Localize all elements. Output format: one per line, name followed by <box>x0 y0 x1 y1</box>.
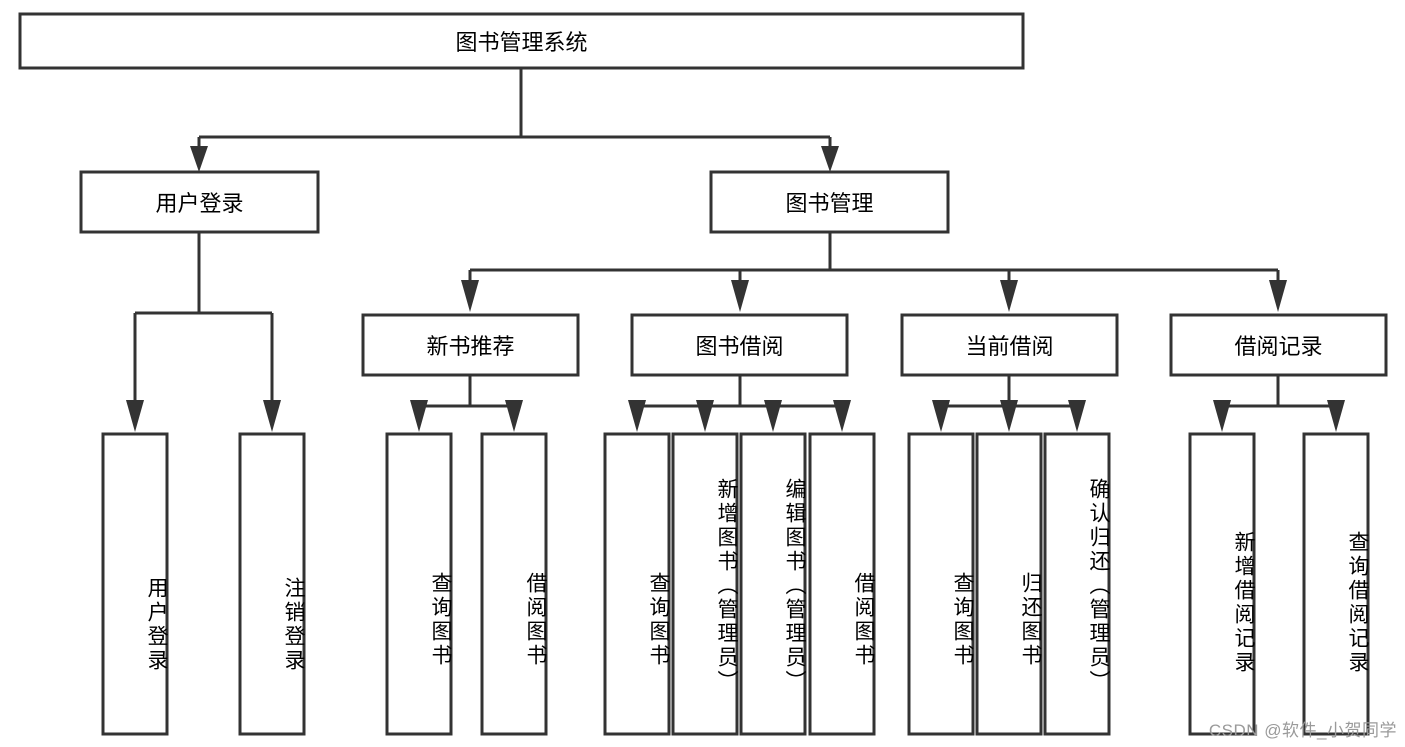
node-root[interactable] <box>18 12 1025 70</box>
node-leaf-logout[interactable] <box>238 432 306 736</box>
node-leaf-borrow-book-2[interactable] <box>808 432 876 736</box>
node-leaf-user-login[interactable] <box>101 432 169 736</box>
arrowheads-level3 <box>461 280 1287 312</box>
connector-user-login-to-leaves <box>126 232 281 432</box>
node-leaf-confirm-return[interactable] <box>1043 432 1111 736</box>
node-borrow-record[interactable] <box>1169 313 1388 377</box>
node-leaf-add-book[interactable] <box>671 432 739 736</box>
node-leaf-query-book-2[interactable] <box>603 432 671 736</box>
node-leaf-borrow-book-1[interactable] <box>480 432 548 736</box>
connector-current-to-leaves <box>932 375 1086 432</box>
connector-root-to-level2 <box>197 68 832 152</box>
connector-recommend-to-leaves <box>410 375 523 432</box>
node-leaf-return-book[interactable] <box>975 432 1043 736</box>
node-current-borrow[interactable] <box>900 313 1119 377</box>
node-new-book-recommend[interactable] <box>361 313 580 377</box>
node-book-manage[interactable] <box>709 170 950 234</box>
node-leaf-query-record[interactable] <box>1302 432 1370 736</box>
node-book-borrow[interactable] <box>630 313 849 377</box>
node-leaf-edit-book[interactable] <box>739 432 807 736</box>
node-leaf-query-book-1[interactable] <box>385 432 453 736</box>
arrowhead-to-user-login <box>190 146 208 172</box>
node-leaf-query-book-3[interactable] <box>907 432 975 736</box>
node-leaf-add-record[interactable] <box>1188 432 1256 736</box>
connector-borrow-to-leaves <box>628 375 851 432</box>
connector-book-manage-to-level3 <box>468 232 1280 285</box>
connector-record-to-leaves <box>1213 375 1345 432</box>
arrowhead-to-book-manage <box>821 146 839 172</box>
node-user-login[interactable] <box>79 170 320 234</box>
csdn-watermark: CSDN @软件_小贺同学 <box>1208 721 1397 740</box>
